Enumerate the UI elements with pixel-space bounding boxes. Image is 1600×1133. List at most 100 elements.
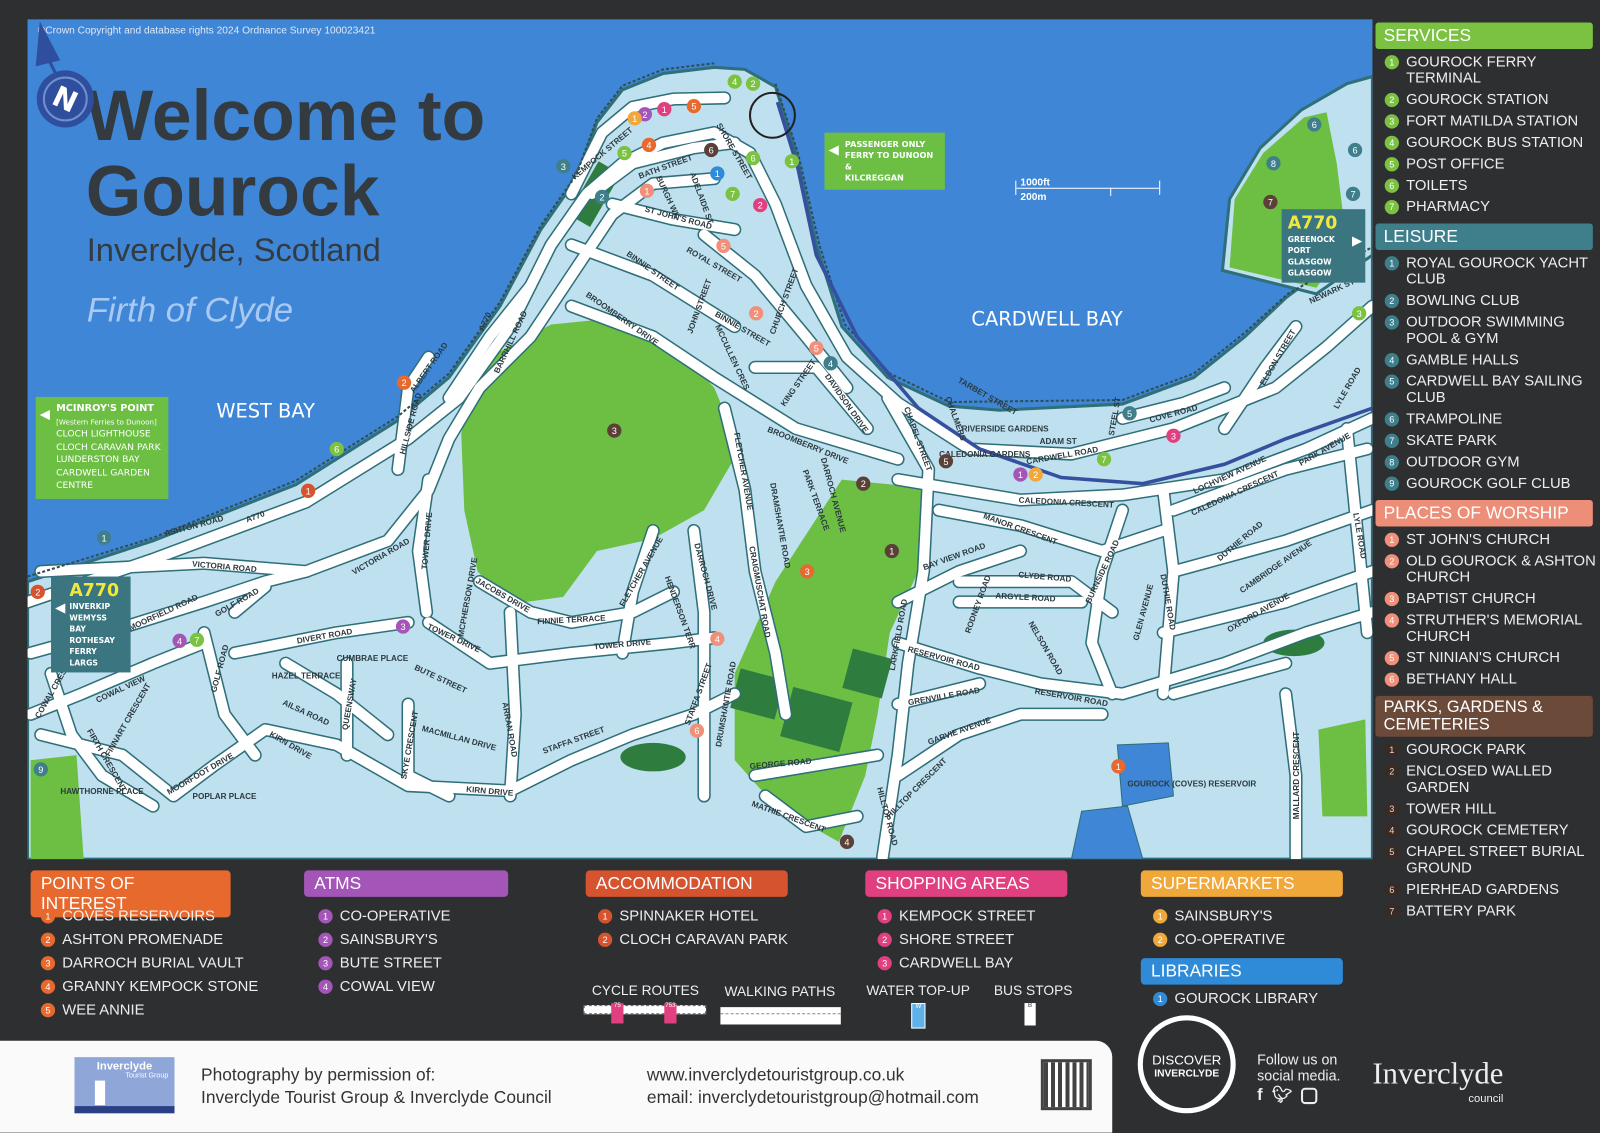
map-marker-services[interactable]: 2 <box>745 76 761 91</box>
map-marker-libraries[interactable]: 1 <box>710 166 725 181</box>
map-marker-services[interactable]: 4 <box>727 74 742 89</box>
map-marker-leisure[interactable]: 9 <box>33 762 48 777</box>
marker-number: 4 <box>715 634 720 644</box>
map-marker-leisure[interactable]: 7 <box>1345 186 1361 202</box>
map-marker-leisure[interactable]: 1 <box>96 530 112 545</box>
map-marker-leisure[interactable]: 8 <box>1266 156 1281 171</box>
map-marker-services[interactable]: 7 <box>189 632 205 647</box>
map-marker-parks[interactable]: 6 <box>704 142 719 158</box>
map-marker-supermarkets[interactable]: 1 <box>627 111 642 126</box>
discover-line2: INVERCLYDE <box>1154 1068 1220 1080</box>
legend-item-label: BETHANY HALL <box>1406 671 1517 688</box>
map-marker-atms[interactable]: 1 <box>1013 467 1028 482</box>
railway-line <box>775 101 1373 486</box>
map-marker-atms[interactable]: 4 <box>172 633 187 648</box>
map-marker-worship[interactable]: 4 <box>710 631 725 646</box>
number-badge-icon: 5 <box>1384 157 1399 172</box>
twitter-icon[interactable]: 🐦︎ <box>1271 1086 1293 1105</box>
mcinroys-point-sign: ◀ MCINROY'S POINT [Western Ferries to Du… <box>35 396 169 499</box>
map-marker-leisure[interactable]: 2 <box>594 189 610 205</box>
email-link[interactable]: email: inverclydetouristgroup@hotmail.co… <box>646 1087 979 1108</box>
walking-path-key <box>720 1007 841 1025</box>
number-badge-icon: 4 <box>1384 135 1399 150</box>
map-marker-services[interactable]: 3 <box>1352 306 1367 321</box>
map-marker-poi[interactable]: 1 <box>1111 759 1126 774</box>
legend-item-label: ROYAL GOUROCK YACHT CLUB <box>1406 255 1588 288</box>
legend-item-label: KEMPOCK STREET <box>898 907 1036 924</box>
map-marker-parks[interactable]: 1 <box>884 543 899 559</box>
qr-code[interactable] <box>1040 1059 1092 1111</box>
map-marker-poi[interactable]: 5 <box>686 98 702 114</box>
map-marker-worship[interactable]: 5 <box>716 238 731 254</box>
map-marker-leisure[interactable]: 6 <box>1307 117 1322 132</box>
marker-dot <box>189 632 205 647</box>
map-marker-worship[interactable]: 6 <box>689 723 705 738</box>
map-marker-leisure[interactable]: 5 <box>1122 406 1137 421</box>
facebook-icon[interactable]: f <box>1257 1086 1263 1105</box>
road <box>423 617 720 669</box>
map-marker-services[interactable]: 7 <box>725 186 740 202</box>
map-marker-atms[interactable]: 3 <box>395 619 411 634</box>
marker-dot <box>784 154 799 169</box>
map-marker-parks[interactable]: 3 <box>607 423 622 438</box>
map-marker-parks[interactable]: 4 <box>839 834 855 849</box>
map-marker-parks[interactable]: 7 <box>1263 194 1278 210</box>
marker-number: 2 <box>1033 470 1038 480</box>
map-marker-shopping[interactable]: 1 <box>657 102 672 117</box>
map-marker-supermarkets[interactable]: 2 <box>1028 467 1043 482</box>
map-marker-worship[interactable]: 5 <box>809 340 824 356</box>
map-marker-leisure[interactable]: 6 <box>1347 142 1363 158</box>
street-label: FINNIE TERRACE <box>537 614 606 627</box>
number-badge-icon: 3 <box>1384 114 1399 129</box>
map-marker-shopping[interactable]: 3 <box>1166 428 1181 443</box>
map-marker-services[interactable]: 6 <box>745 151 761 166</box>
page-title-line2: Gourock <box>85 151 380 231</box>
number-badge-icon: 2 <box>1384 293 1399 309</box>
legend-item-label: ASHTON PROMENADE <box>62 931 224 948</box>
legend-item-label: TOWER HILL <box>1406 801 1497 818</box>
number-badge-icon: 1 <box>877 908 892 923</box>
map-marker-services[interactable]: 6 <box>329 441 344 457</box>
map-marker-accommodation[interactable]: 1 <box>301 483 316 498</box>
legend-header-accommodation: ACCOMMODATION <box>585 870 788 897</box>
legend-item-label: SAINSBURY'S <box>1174 907 1273 924</box>
map-marker-services[interactable]: 1 <box>784 154 799 169</box>
ferry-terminal-highlight <box>748 91 796 139</box>
section-header-services: SERVICES <box>1375 22 1593 49</box>
road <box>45 668 159 812</box>
map-marker-services[interactable]: 5 <box>617 145 632 161</box>
map-marker-shopping[interactable]: 2 <box>753 197 768 213</box>
marker-number: 2 <box>758 201 763 211</box>
map-marker-parks[interactable]: 5 <box>938 454 954 469</box>
map-marker-parks[interactable]: 2 <box>856 476 871 491</box>
instagram-icon[interactable] <box>1301 1087 1318 1105</box>
website-link[interactable]: www.inverclydetouristgroup.co.uk <box>646 1065 905 1085</box>
map-marker-services[interactable]: 7 <box>1096 452 1112 467</box>
map-marker-poi[interactable]: 4 <box>641 137 657 153</box>
marker-number: 7 <box>730 189 735 199</box>
map-marker-poi[interactable]: 3 <box>799 564 815 579</box>
map-marker-worship[interactable]: 2 <box>748 306 764 321</box>
map-marker-accommodation[interactable]: 2 <box>30 584 45 599</box>
map-marker-worship[interactable]: 1 <box>639 183 655 198</box>
map-marker-leisure[interactable]: 3 <box>556 159 571 174</box>
marker-dot <box>607 423 622 438</box>
number-badge-icon: 1 <box>40 908 56 923</box>
marker-dot <box>1352 306 1367 321</box>
map-marker-leisure[interactable]: 4 <box>823 356 838 371</box>
map-marker-poi[interactable]: 2 <box>396 375 412 390</box>
marker-dot <box>716 238 731 254</box>
legend-item-label: SKATE PARK <box>1406 432 1497 449</box>
road <box>892 607 1373 699</box>
